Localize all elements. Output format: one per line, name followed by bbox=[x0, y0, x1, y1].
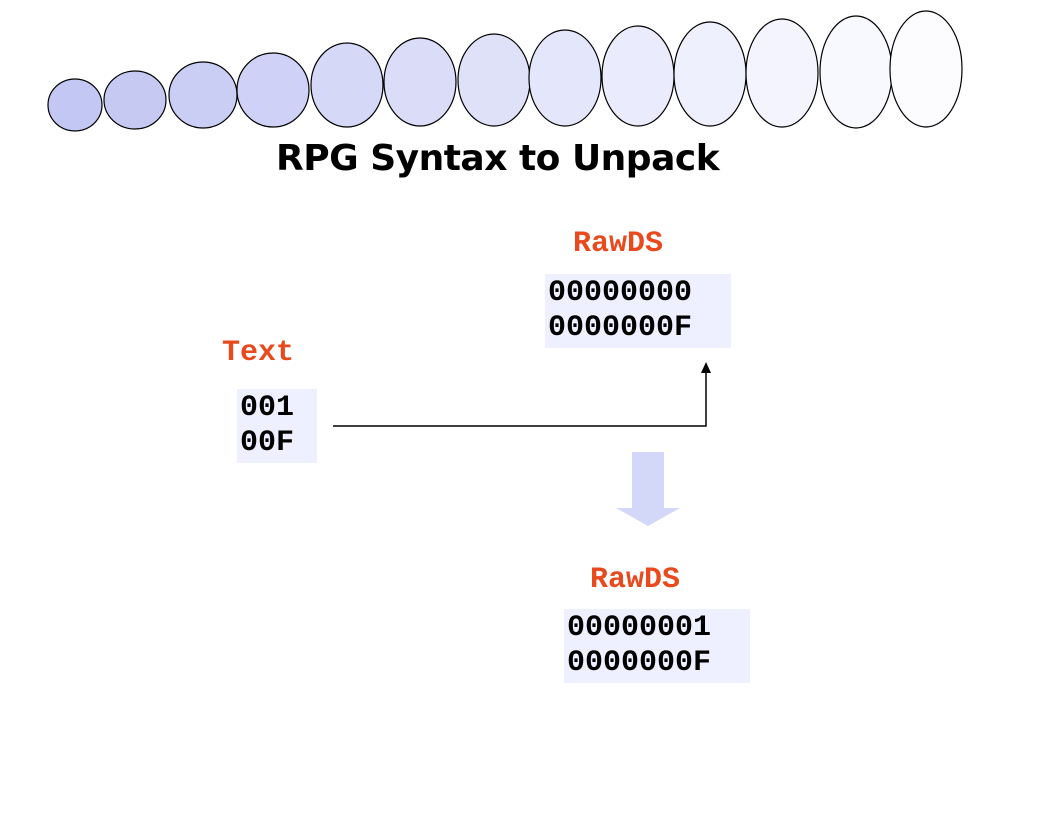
text-value-line1: 001 bbox=[240, 391, 295, 425]
rawds-after-line2: 0000000F bbox=[567, 646, 712, 680]
bubble-8 bbox=[528, 29, 602, 127]
bubble-11 bbox=[745, 18, 819, 128]
rawds-before-line2: 0000000F bbox=[548, 311, 693, 345]
down-arrow-icon bbox=[616, 452, 680, 526]
bubble-10 bbox=[673, 21, 747, 127]
rawds-before-label: RawDS bbox=[573, 227, 664, 261]
bubble-13 bbox=[889, 10, 963, 128]
rawds-after-box: 00000001 0000000F bbox=[564, 609, 750, 683]
bubble-12 bbox=[819, 15, 893, 129]
bubble-7 bbox=[457, 33, 531, 127]
bubble-3 bbox=[168, 61, 238, 129]
bubble-6 bbox=[383, 37, 457, 127]
bubble-1 bbox=[47, 78, 103, 132]
bubble-9 bbox=[601, 25, 675, 127]
text-label: Text bbox=[222, 336, 295, 370]
rawds-before-box: 00000000 0000000F bbox=[545, 274, 731, 348]
slide-title: RPG Syntax to Unpack bbox=[276, 138, 720, 179]
rawds-before-line1: 00000000 bbox=[548, 276, 693, 310]
rawds-after-line1: 00000001 bbox=[567, 611, 712, 645]
bubble-4 bbox=[236, 52, 310, 128]
rawds-after-label: RawDS bbox=[590, 563, 681, 597]
bubble-2 bbox=[103, 70, 167, 130]
connector-arrowhead bbox=[701, 362, 711, 373]
text-value-line2: 00F bbox=[240, 426, 295, 460]
text-value-box: 001 00F bbox=[237, 389, 317, 463]
connector-line bbox=[333, 372, 707, 427]
bubble-5 bbox=[310, 42, 384, 128]
